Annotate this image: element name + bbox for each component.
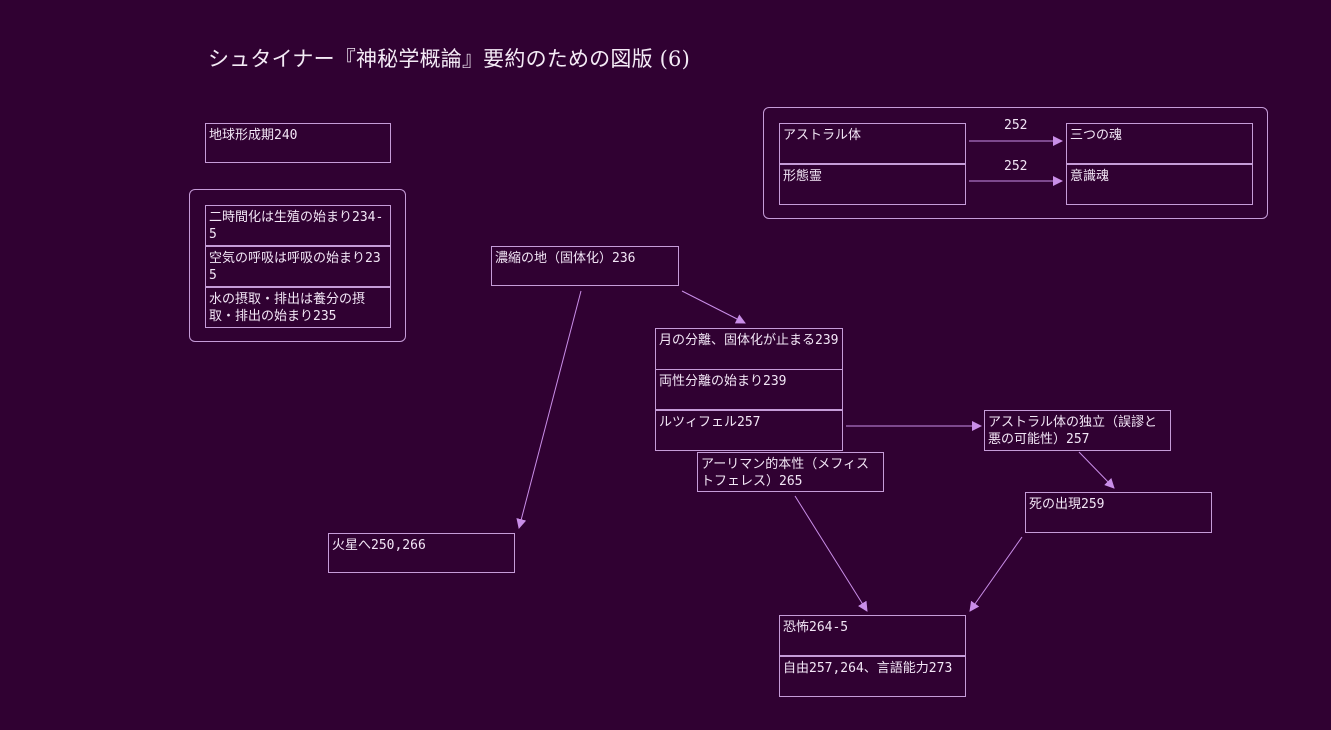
group-origins	[189, 189, 406, 342]
node-sex-separation[interactable]: 両性分離の始まり239	[655, 369, 843, 410]
node-moon-separation[interactable]: 月の分離、固体化が止まる239	[655, 328, 843, 370]
group-astral-souls	[763, 107, 1268, 219]
node-freedom[interactable]: 自由257,264、言語能力273	[779, 656, 966, 697]
node-dense-earth[interactable]: 濃縮の地（固体化）236	[491, 246, 679, 286]
node-water-intake[interactable]: 水の摂取・排出は養分の摂取・排出の始まり235	[205, 287, 391, 328]
node-fear[interactable]: 恐怖264-5	[779, 615, 966, 656]
node-ahriman[interactable]: アーリマン的本性（メフィストフェレス）265	[697, 452, 884, 492]
node-earth-formation[interactable]: 地球形成期240	[205, 123, 391, 163]
node-form-spirit[interactable]: 形態霊	[779, 164, 966, 205]
edge-label-252-top: 252	[1004, 118, 1028, 133]
edge-label-252-bottom: 252	[1004, 159, 1028, 174]
node-to-mars[interactable]: 火星へ250,266	[328, 533, 515, 573]
node-lucifer[interactable]: ルツィフェル257	[655, 410, 843, 451]
node-conscious-soul[interactable]: 意識魂	[1066, 164, 1253, 205]
edge-dense-to-mars	[516, 290, 582, 529]
page-title: シュタイナー『神秘学概論』要約のための図版 (6)	[208, 47, 690, 71]
edge-dense-to-moon	[681, 290, 746, 324]
node-death[interactable]: 死の出現259	[1025, 492, 1212, 533]
edge-astral-to-death	[1078, 451, 1115, 489]
node-astral-independence[interactable]: アストラル体の独立（誤謬と悪の可能性）257	[984, 410, 1171, 451]
node-astral-body[interactable]: アストラル体	[779, 123, 966, 164]
node-three-souls[interactable]: 三つの魂	[1066, 123, 1253, 164]
node-air-breath[interactable]: 空気の呼吸は呼吸の始まり235	[205, 246, 391, 287]
node-two-time[interactable]: 二時間化は生殖の始まり234-5	[205, 205, 391, 246]
edge-death-to-fear	[969, 536, 1023, 612]
edge-ahriman-to-fear	[794, 495, 868, 612]
